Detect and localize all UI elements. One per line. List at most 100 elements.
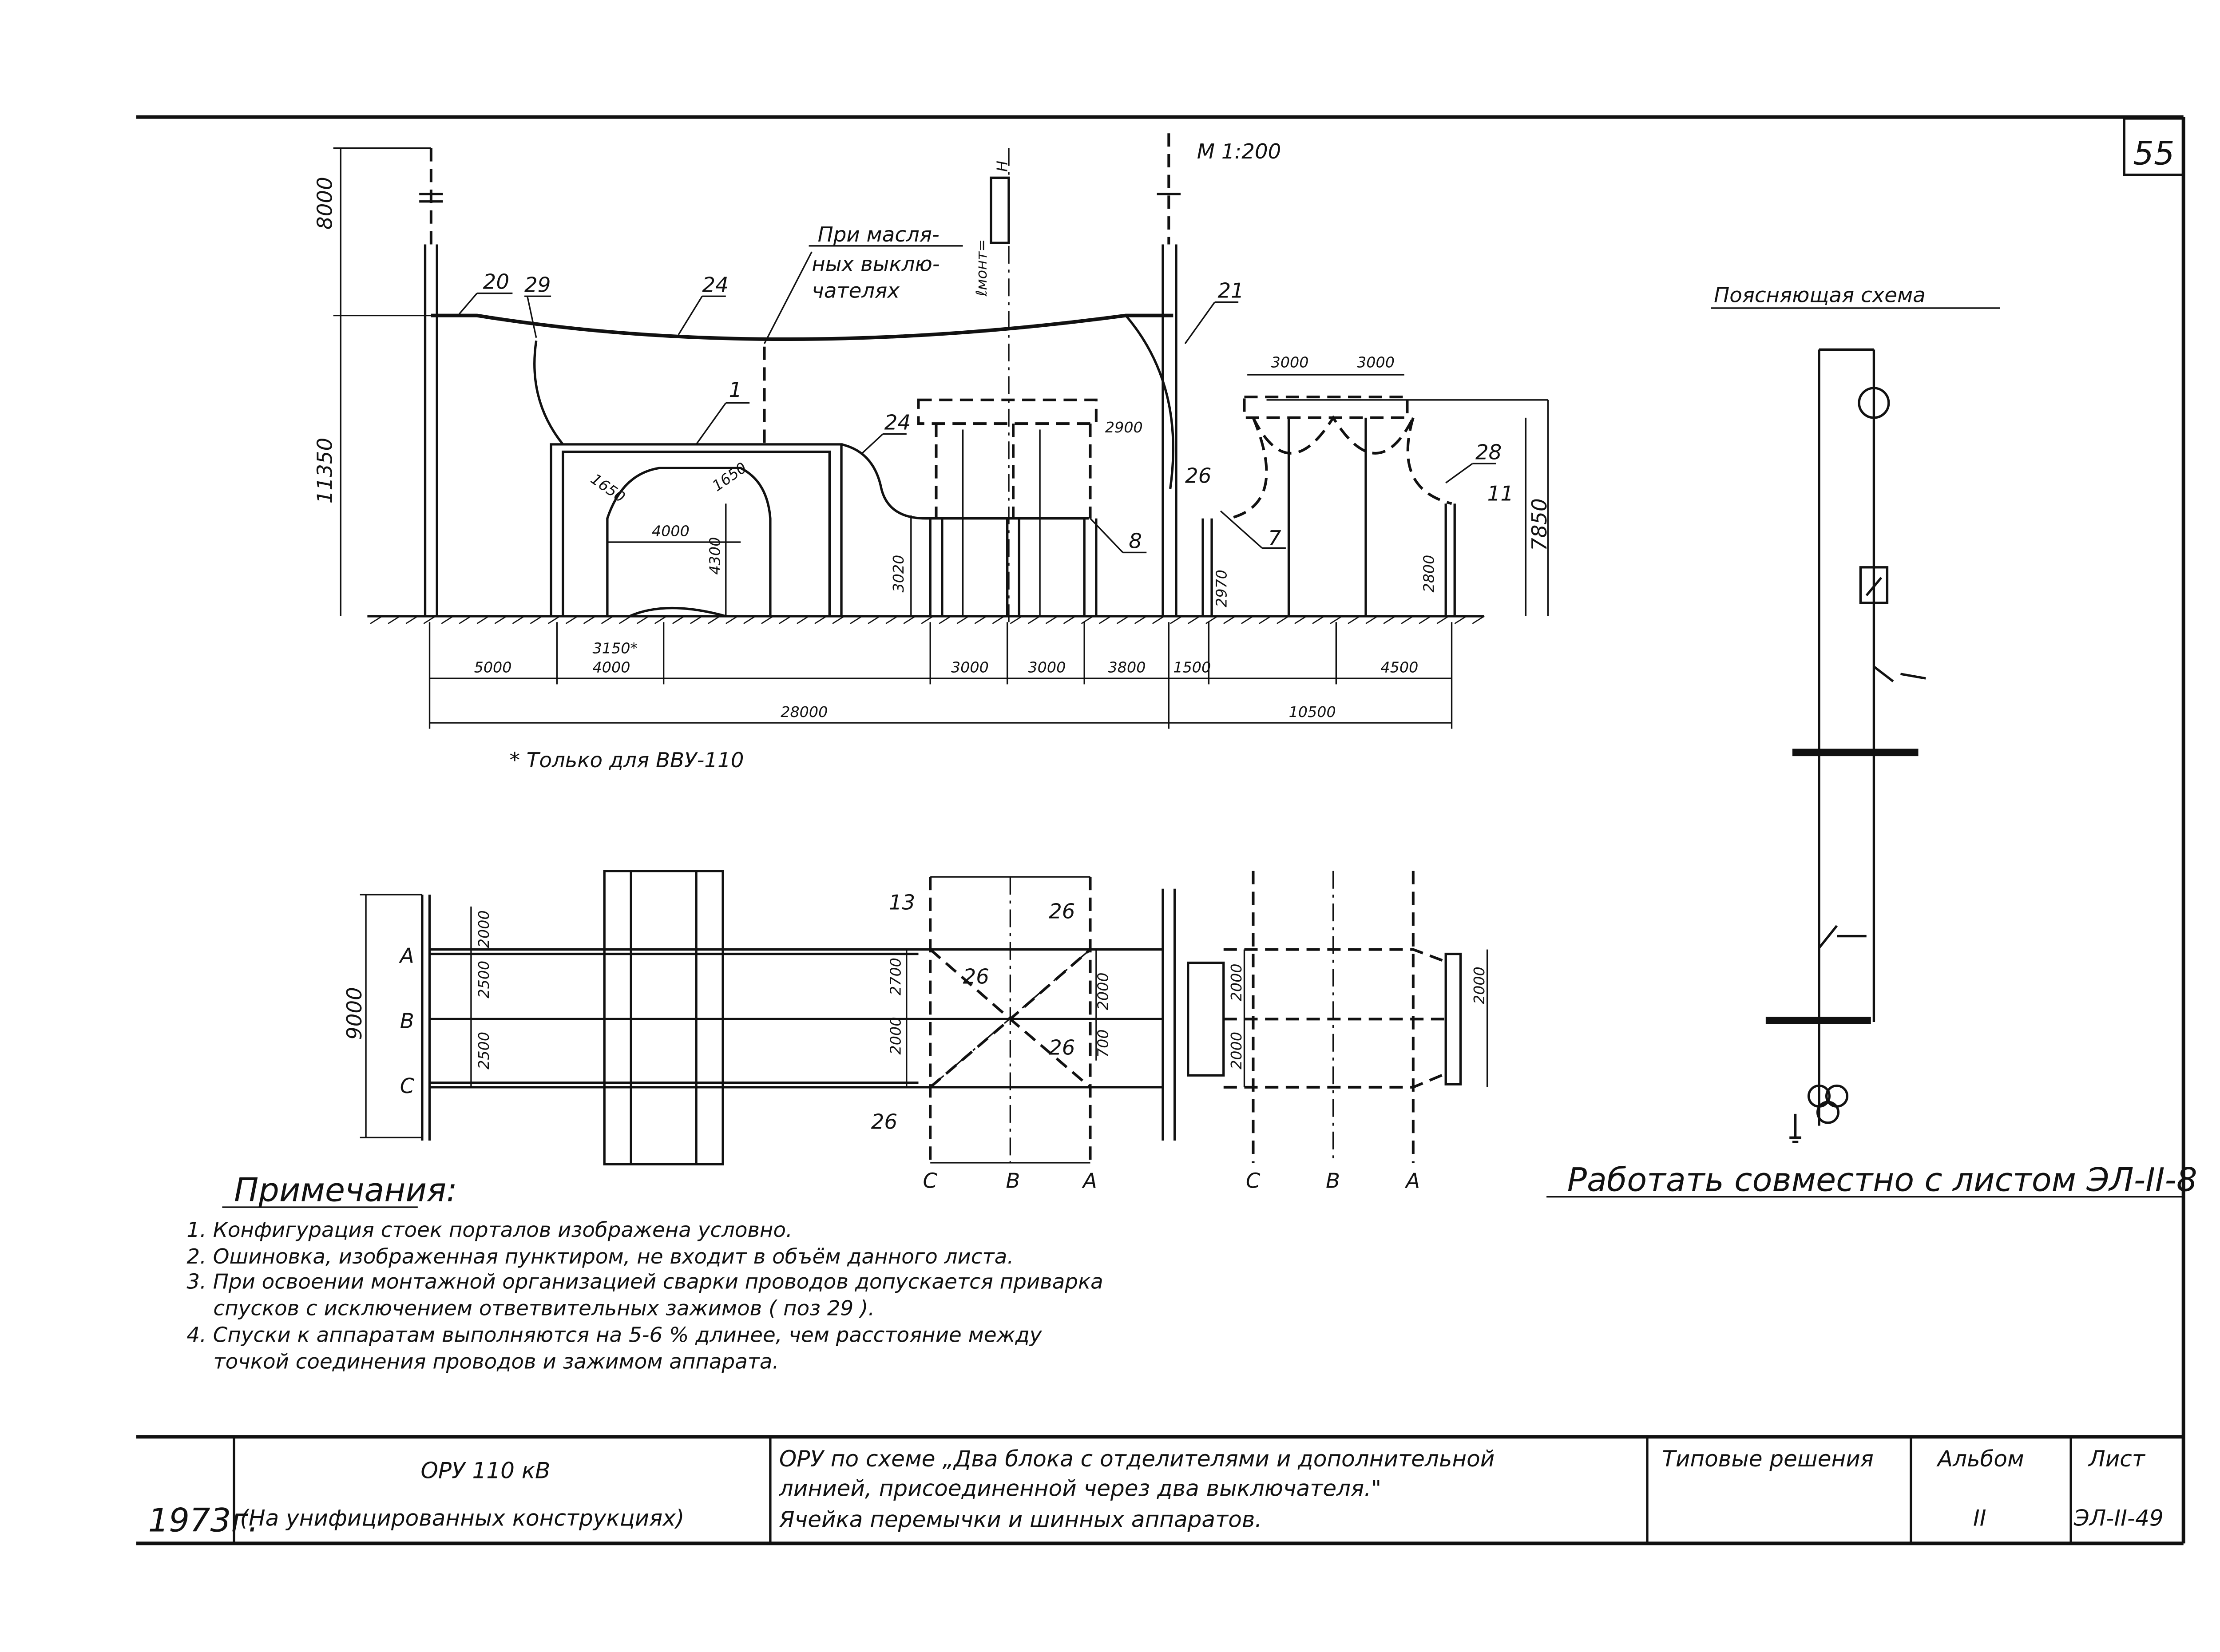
callout-28: 28 bbox=[1475, 440, 1502, 464]
dim-2970: 2970 bbox=[1213, 570, 1230, 607]
top-wire bbox=[431, 313, 1173, 341]
disconnector-group bbox=[917, 398, 1098, 616]
left-portal bbox=[419, 148, 443, 616]
callout-26: 26 bbox=[1185, 464, 1211, 488]
footnote-vvu: * Только для ВВУ-110 bbox=[510, 749, 744, 773]
plan-dim-2000-b: 2000 bbox=[887, 1017, 904, 1055]
plan-dim-2700: 2700 bbox=[887, 958, 904, 995]
work-together-note: Работать совместно с листом ЭЛ-II-8 bbox=[1567, 1161, 2197, 1199]
right-portal bbox=[1157, 133, 1181, 616]
note-3-cont: спусков с исключением ответвительных заж… bbox=[213, 1297, 875, 1321]
oil-breaker-note-1: При масля- bbox=[818, 223, 940, 247]
callout-1: 1 bbox=[729, 378, 742, 402]
dim-4500: 4500 bbox=[1380, 659, 1418, 676]
dim-3150: 3150* bbox=[593, 639, 638, 657]
plan-callout-26-c: 26 bbox=[1049, 1036, 1075, 1060]
callout-24-a: 24 bbox=[702, 273, 728, 297]
phase-b-bottom-1: B bbox=[1006, 1169, 1020, 1193]
callout-21: 21 bbox=[1217, 279, 1244, 303]
desc-line-2: линией, присоединенной через два выключа… bbox=[779, 1476, 1381, 1501]
dim-3020: 3020 bbox=[890, 555, 907, 593]
dim-inner-4000: 4000 bbox=[652, 523, 690, 540]
oil-breaker-note-2: ных выклю- bbox=[812, 253, 940, 277]
title-block: 1973г. ОРУ 110 кВ (На унифицированных ко… bbox=[136, 1435, 2184, 1545]
note-4-cont: точкой соединения проводов и зажимом апп… bbox=[213, 1350, 779, 1374]
dim-7850: 7850 bbox=[1528, 498, 1552, 551]
mount-label: ℓмонт= bbox=[973, 239, 990, 297]
callout-20: 20 bbox=[483, 270, 509, 294]
sheet-frame: 55 M 1:200 bbox=[136, 115, 2185, 1544]
phase-b-bottom-2: B bbox=[1326, 1169, 1340, 1193]
callout-7: 7 bbox=[1268, 527, 1281, 551]
dim-4300: 4300 bbox=[706, 537, 723, 575]
dim-1650-b: 1650 bbox=[709, 459, 750, 495]
ground-hatch bbox=[370, 615, 1485, 624]
object-line-2: (На унифицированных конструкциях) bbox=[240, 1505, 684, 1531]
breaker-outline bbox=[550, 443, 843, 618]
plan-view: 9000 2000 2500 2500 2700 2000 2000 700 2… bbox=[343, 870, 1488, 1193]
scale-label: M 1:200 bbox=[1197, 140, 1281, 164]
oil-breaker-note-3: чателях bbox=[812, 279, 900, 303]
plan-dim-2500-b: 2500 bbox=[475, 1032, 492, 1070]
dim-3000-b: 3000 bbox=[1028, 659, 1066, 676]
dim-2800: 2800 bbox=[1420, 555, 1438, 593]
note-3: 3. При освоении монтажной организацией с… bbox=[186, 1270, 1103, 1294]
notes-title: Примечания: bbox=[234, 1172, 457, 1209]
dim-3000-a: 3000 bbox=[951, 659, 989, 676]
right-equipment bbox=[1201, 396, 1549, 616]
phase-c-bottom-2: C bbox=[1246, 1169, 1261, 1193]
drop-21 bbox=[1125, 314, 1175, 489]
plan-callout-13: 13 bbox=[889, 891, 915, 915]
note-1: 1. Конфигурация стоек порталов изображен… bbox=[186, 1218, 793, 1242]
dim-11350: 11350 bbox=[313, 438, 337, 504]
album-value: II bbox=[1973, 1505, 1986, 1531]
phase-a-bottom-1: A bbox=[1082, 1169, 1097, 1193]
callout-11: 11 bbox=[1487, 482, 1514, 506]
plan-dim-2000-f: 2000 bbox=[1471, 967, 1488, 1004]
phase-b-left: B bbox=[400, 1009, 414, 1033]
plan-dim-2000-c: 2000 bbox=[1094, 972, 1112, 1010]
callout-24-b: 24 bbox=[884, 411, 911, 435]
note-4: 4. Спуски к аппаратам выполняются на 5-6… bbox=[186, 1323, 1043, 1347]
phase-a-left: A bbox=[399, 944, 414, 968]
phase-a-bottom-2: A bbox=[1404, 1169, 1420, 1193]
dim-8000: 8000 bbox=[313, 177, 337, 230]
phase-c-left: C bbox=[400, 1074, 415, 1098]
year: 1973г. bbox=[148, 1502, 259, 1540]
object-line-1: ОРУ 110 кВ bbox=[421, 1458, 551, 1484]
dim-1650-a: 1650 bbox=[587, 470, 628, 506]
current-transformer-symbol bbox=[1858, 387, 1890, 419]
plan-callout-26-b: 26 bbox=[963, 965, 989, 989]
plan-callout-26-a: 26 bbox=[1049, 900, 1075, 924]
desc-line-1: ОРУ по схеме „Два блока с отделителями и… bbox=[779, 1446, 1495, 1472]
plan-dim-700: 700 bbox=[1094, 1029, 1112, 1058]
plan-dim-2500-a: 2500 bbox=[475, 961, 492, 998]
sheet-label: Лист bbox=[2088, 1446, 2146, 1472]
dim-top-3000-b: 3000 bbox=[1357, 353, 1395, 371]
album-label: Альбом bbox=[1936, 1446, 2024, 1472]
callout-8: 8 bbox=[1129, 529, 1142, 553]
desc-line-3: Ячейка перемычки и шинных аппаратов. bbox=[779, 1507, 1262, 1533]
dim-5000: 5000 bbox=[474, 659, 512, 676]
plan-dim-2000: 2000 bbox=[475, 910, 492, 948]
plan-dim-2000-d: 2000 bbox=[1228, 963, 1245, 1001]
drop-29 bbox=[533, 340, 564, 445]
elevation-dimensions bbox=[333, 147, 1527, 729]
notes: Примечания: 1. Конфигурация стоек портал… bbox=[186, 1172, 1103, 1374]
dim-2900: 2900 bbox=[1105, 419, 1143, 436]
plan-dim-2000-e: 2000 bbox=[1228, 1032, 1245, 1070]
dim-10500: 10500 bbox=[1289, 703, 1336, 721]
explanatory-schematic: Поясняющая схема bbox=[1711, 284, 2000, 1143]
callout-29: 29 bbox=[524, 273, 551, 297]
schematic-title: Поясняющая схема bbox=[1714, 284, 1926, 308]
page-number: 55 bbox=[2133, 135, 2174, 172]
dim-top-3000-a: 3000 bbox=[1271, 353, 1309, 371]
breaker-symbol bbox=[1859, 566, 1889, 604]
plan-callout-26-d: 26 bbox=[871, 1110, 897, 1134]
plan-dim-9000: 9000 bbox=[343, 987, 367, 1040]
elevation-view: 8000 11350 3020 4300 2970 2800 7850 5000… bbox=[313, 133, 1552, 773]
dim-1500: 1500 bbox=[1173, 659, 1211, 676]
note-2: 2. Ошиновка, изображенная пунктиром, не … bbox=[186, 1245, 1014, 1269]
